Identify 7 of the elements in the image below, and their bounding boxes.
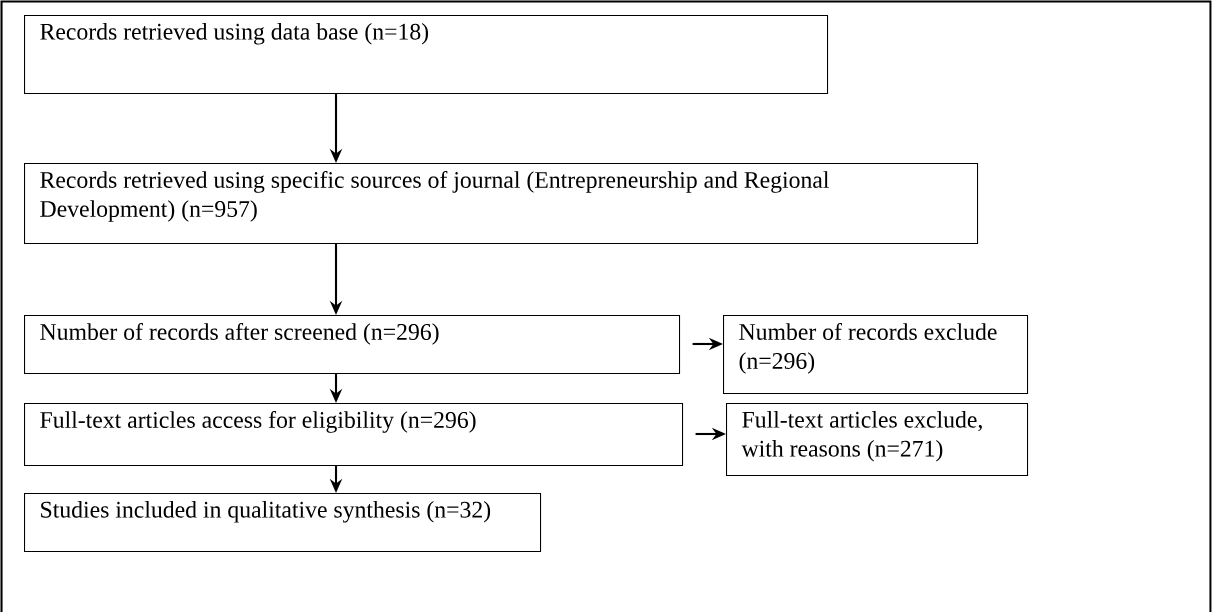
process-box: Number of records exclude (n=296) xyxy=(723,315,1029,395)
process-box: Studies included in qualitative synthesis (n=32) xyxy=(24,493,542,553)
process-box: Full-text articles exclude, with reasons (n=271) xyxy=(726,403,1029,477)
process-box: Number of records after screened (n=296) xyxy=(24,315,681,375)
process-box: Records retrieved using specific sources of journal (Entrepreneurship and Regional Development) (n=957) xyxy=(24,163,979,245)
process-box: Records retrieved using data base (n=18) xyxy=(24,15,829,95)
process-box: Full-text articles access for eligibility (n=296) xyxy=(24,403,684,467)
